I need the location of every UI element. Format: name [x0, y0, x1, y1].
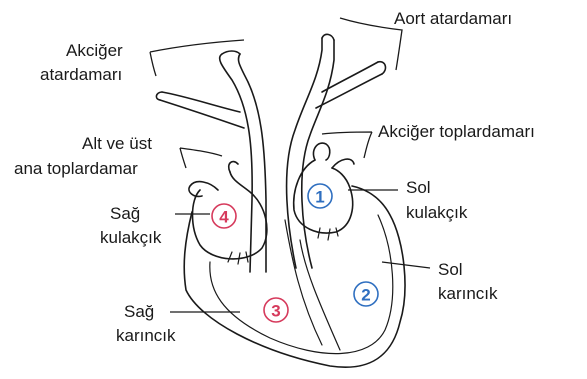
pulmonary-artery-branch-a [162, 92, 240, 112]
vena-cava-stub [189, 182, 218, 197]
label-alt-ust-2: ana toplardamar [14, 159, 138, 178]
label-sag-karincik-2: karıncık [116, 326, 176, 345]
label-sol-karincik-1: Sol [438, 260, 463, 279]
marker-label-4: 4 [219, 208, 229, 227]
pointer-lines [150, 18, 430, 312]
pulmonary-vein-stub [313, 143, 329, 160]
label-aort-atardamari: Aort atardamarı [394, 9, 512, 28]
label-alt-ust-1: Alt ve üst [82, 134, 152, 153]
septum [300, 240, 340, 350]
left-ventricle-pointer [382, 262, 430, 268]
pulmonary-artery-branch-cap [156, 92, 162, 100]
text-labels: Aort atardamarı Akciğer atardamarı Akciğ… [14, 9, 535, 345]
marker-label-1: 1 [315, 188, 324, 207]
aorta-pointer [340, 18, 402, 70]
pulmonary-artery-cap [222, 51, 240, 54]
marker-label-2: 2 [361, 286, 370, 305]
marker-label-3: 3 [271, 302, 280, 321]
pulmonary-vein-stub-2 [332, 159, 354, 168]
label-sag-kulakcik-1: Sağ [110, 204, 140, 223]
aorta [287, 34, 386, 268]
vena-cava-stub-2 [229, 162, 238, 172]
pulmonary-artery-pointer [150, 40, 244, 76]
label-sol-kulakcik-1: Sol [406, 178, 431, 197]
vena-cava-pointer [180, 148, 222, 168]
aorta-branch-cap [378, 62, 385, 74]
pulmonary-artery [156, 51, 266, 272]
label-akciger-atardamari-2: atardamarı [40, 65, 122, 84]
mitral-valve [318, 228, 338, 240]
aorta-cap [322, 34, 334, 40]
label-sag-kulakcik-2: kulakçık [100, 228, 162, 247]
pulmonary-artery-branch-b [160, 100, 244, 128]
label-sol-karincik-2: karıncık [438, 284, 498, 303]
label-akciger-atardamari-1: Akciğer [66, 41, 123, 60]
label-akciger-toplardamari: Akciğer toplardamarı [378, 122, 535, 141]
label-sag-karincik-1: Sağ [124, 302, 154, 321]
aorta-branch-b [316, 74, 382, 108]
label-sol-kulakcik-2: kulakçık [406, 203, 468, 222]
